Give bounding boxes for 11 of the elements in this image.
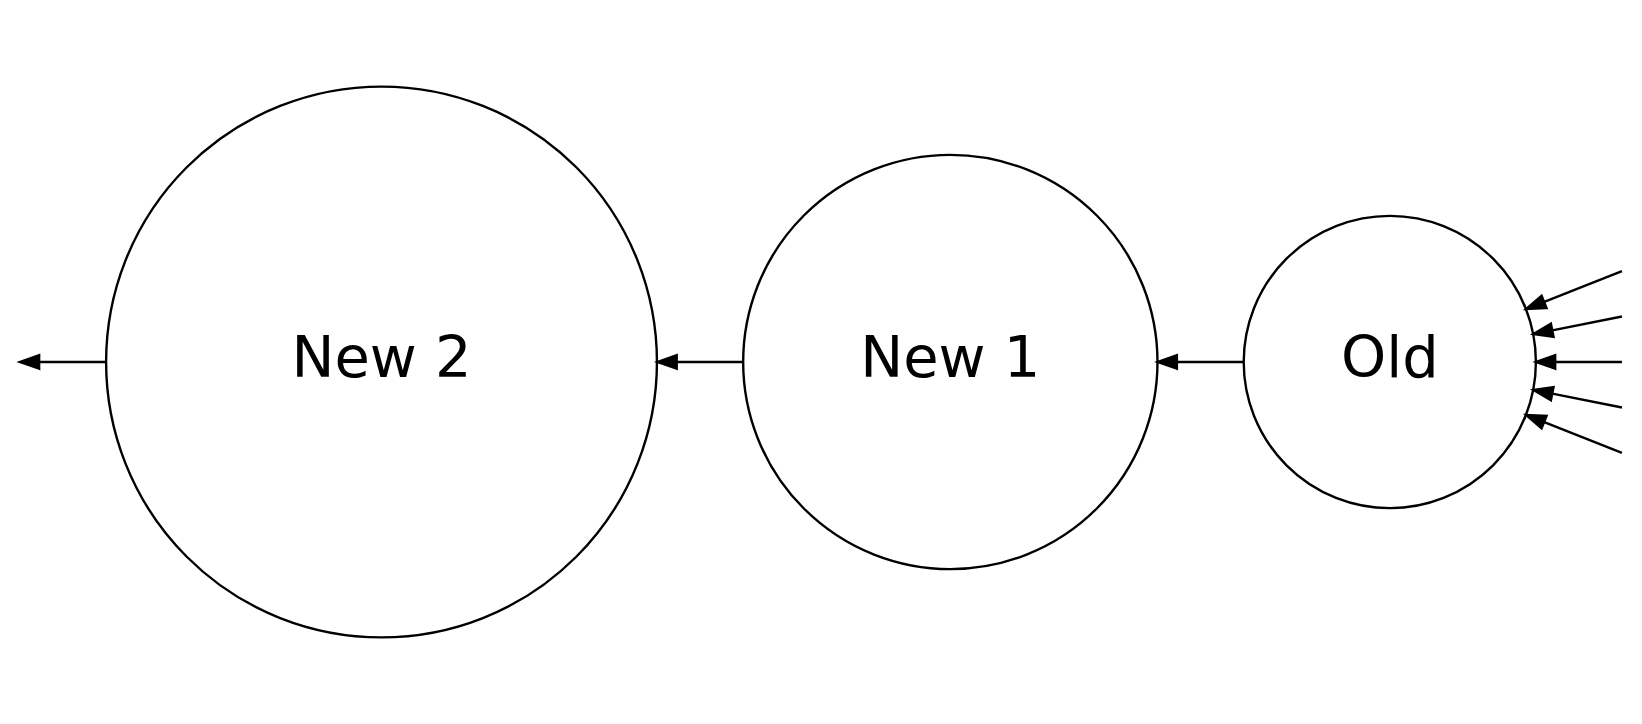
node-circle: New 2 <box>104 85 659 639</box>
arrow <box>1154 353 1244 371</box>
arrow <box>1522 413 1623 455</box>
node-circle: New 1 <box>741 153 1159 571</box>
arrow <box>653 353 743 371</box>
node-circle: Old <box>1242 214 1538 510</box>
arrow <box>1532 353 1622 371</box>
arrow <box>16 353 106 371</box>
arrow <box>1522 269 1623 311</box>
arrow <box>1529 315 1623 339</box>
arrow <box>1529 385 1623 409</box>
